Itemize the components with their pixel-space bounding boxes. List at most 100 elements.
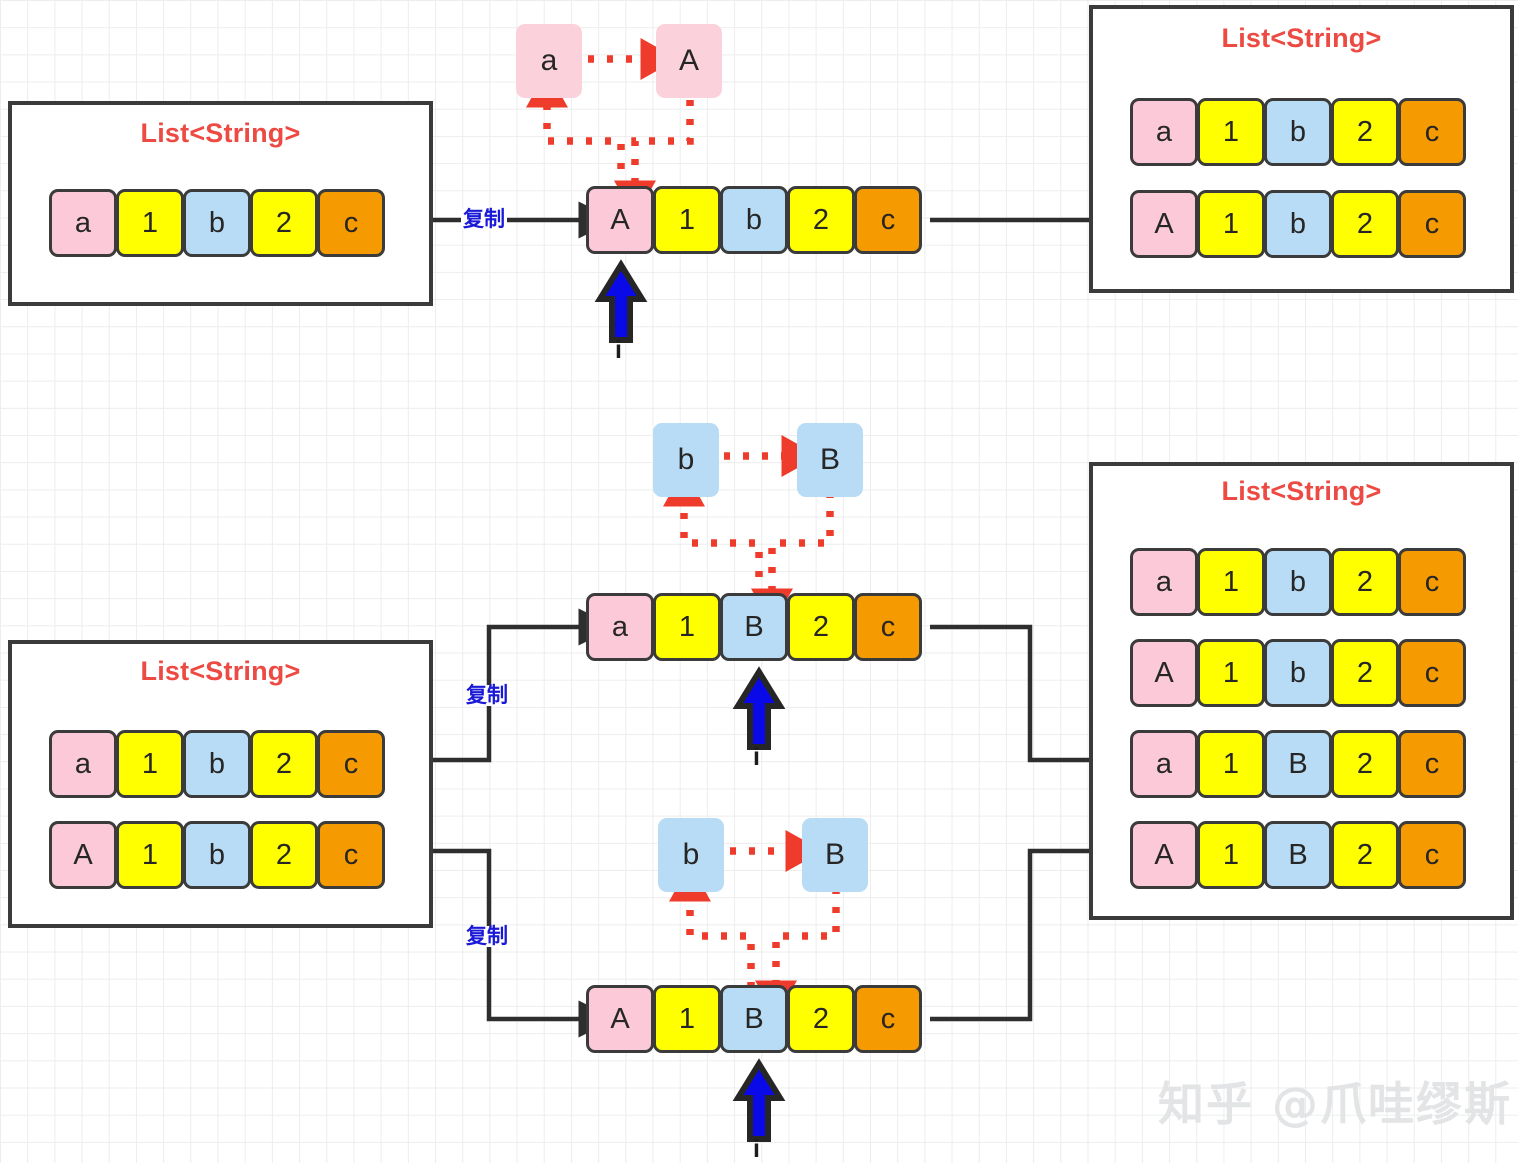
cell: c — [1398, 821, 1466, 889]
cell: 2 — [1331, 821, 1399, 889]
dotted-mid-B-to-cell — [750, 492, 834, 626]
working-row-top: A 1 b 2 c — [586, 186, 922, 254]
cell: a — [49, 730, 117, 798]
cell: c — [854, 593, 922, 661]
panel-result-top: List<String> a 1 b 2 c A 1 b 2 c — [1089, 5, 1514, 293]
cell: c — [854, 186, 922, 254]
table-row: A 1 b 2 c — [49, 821, 385, 889]
cell: 2 — [787, 593, 855, 661]
copy-label-mid: 复制 — [464, 684, 510, 707]
cell: a — [586, 593, 654, 661]
cell: b — [1264, 98, 1332, 166]
cell: c — [1398, 190, 1466, 258]
working-row-mid: a 1 B 2 c — [586, 593, 922, 661]
dotted-top-cell-to-a — [526, 70, 625, 188]
index-label-top: i — [615, 336, 622, 364]
cell: 1 — [653, 186, 721, 254]
table-row: a 1 b 2 c — [49, 730, 385, 798]
table-row: a 1 B 2 c — [1130, 730, 1466, 798]
cell: 2 — [250, 821, 318, 889]
cell: A — [586, 186, 654, 254]
dotted-mid-cell-to-b — [663, 469, 763, 596]
cell: c — [1398, 730, 1466, 798]
cell: 1 — [1197, 98, 1265, 166]
table-row: A 1 B 2 c — [1130, 821, 1466, 889]
cell: a — [49, 189, 117, 257]
cell: c — [1398, 639, 1466, 707]
table-row: a 1 b 2 c — [1130, 98, 1466, 166]
cell: c — [854, 985, 922, 1053]
table-row: a 1 b 2 c — [49, 189, 385, 257]
cell: A — [49, 821, 117, 889]
cursor-arrow-top — [594, 259, 648, 343]
cell: 2 — [1331, 190, 1399, 258]
working-row-low: A 1 B 2 c — [586, 985, 922, 1053]
cell: c — [317, 730, 385, 798]
transform-source-box-a: a — [516, 24, 582, 98]
cell: A — [1130, 821, 1198, 889]
cell: 2 — [1331, 639, 1399, 707]
table-row: A 1 b 2 c — [1130, 639, 1466, 707]
cell: B — [1264, 821, 1332, 889]
cell: b — [1264, 548, 1332, 616]
cell: c — [317, 189, 385, 257]
cell: B — [720, 985, 788, 1053]
panel-title: List<String> — [1221, 476, 1382, 506]
cell: 2 — [1331, 548, 1399, 616]
cell: c — [317, 821, 385, 889]
cell: a — [1130, 98, 1198, 166]
cell: 2 — [1331, 730, 1399, 798]
index-label-low: i — [753, 1135, 760, 1163]
dotted-low-B-to-cell — [754, 888, 840, 1018]
cell: b — [183, 821, 251, 889]
cell: 1 — [1197, 190, 1265, 258]
cell: c — [1398, 548, 1466, 616]
panel-title: List<String> — [140, 118, 301, 148]
transform-target-box-B-low: B — [802, 818, 868, 892]
cell: 1 — [116, 821, 184, 889]
cell: 1 — [1197, 639, 1265, 707]
watermark: 知乎 @爪哇缪斯 — [1158, 1077, 1513, 1131]
index-label-mid: i — [753, 743, 760, 771]
cell: 1 — [116, 189, 184, 257]
copy-label-low: 复制 — [464, 925, 510, 948]
table-row: A 1 b 2 c — [1130, 190, 1466, 258]
cell: 2 — [250, 730, 318, 798]
cursor-arrow-mid — [732, 666, 786, 750]
cell: b — [183, 730, 251, 798]
panel-result-bottom: List<String> a 1 b 2 c A 1 b 2 c a 1 B 2… — [1089, 462, 1514, 920]
transform-target-box-A: A — [656, 24, 722, 98]
cell: b — [720, 186, 788, 254]
cell: 1 — [653, 593, 721, 661]
cell: b — [183, 189, 251, 257]
cell: b — [1264, 190, 1332, 258]
cell: 1 — [1197, 548, 1265, 616]
cell: 1 — [116, 730, 184, 798]
cell: 2 — [787, 186, 855, 254]
cursor-arrow-low — [732, 1058, 786, 1142]
cell: 1 — [653, 985, 721, 1053]
cell: B — [720, 593, 788, 661]
table-row: a 1 b 2 c — [1130, 548, 1466, 616]
dotted-low-cell-to-b — [669, 864, 755, 988]
cell: a — [1130, 548, 1198, 616]
transform-target-box-B-mid: B — [797, 423, 863, 497]
panel-title: List<String> — [1221, 23, 1382, 53]
cell: 2 — [250, 189, 318, 257]
cell: c — [1398, 98, 1466, 166]
cell: 1 — [1197, 821, 1265, 889]
cell: b — [1264, 639, 1332, 707]
cell: 2 — [1331, 98, 1399, 166]
cell: 2 — [787, 985, 855, 1053]
copy-label-top: 复制 — [461, 208, 507, 231]
cell: a — [1130, 730, 1198, 798]
cell: A — [586, 985, 654, 1053]
dotted-top-A-to-cell — [613, 100, 694, 218]
transform-source-box-b-low: b — [658, 818, 724, 892]
cell: 1 — [1197, 730, 1265, 798]
transform-source-box-b-mid: b — [653, 423, 719, 497]
cell: A — [1130, 190, 1198, 258]
panel-title: List<String> — [140, 656, 301, 686]
panel-source-top: List<String> a 1 b 2 c — [8, 101, 433, 306]
panel-source-bottom: List<String> a 1 b 2 c A 1 b 2 c — [8, 640, 433, 928]
